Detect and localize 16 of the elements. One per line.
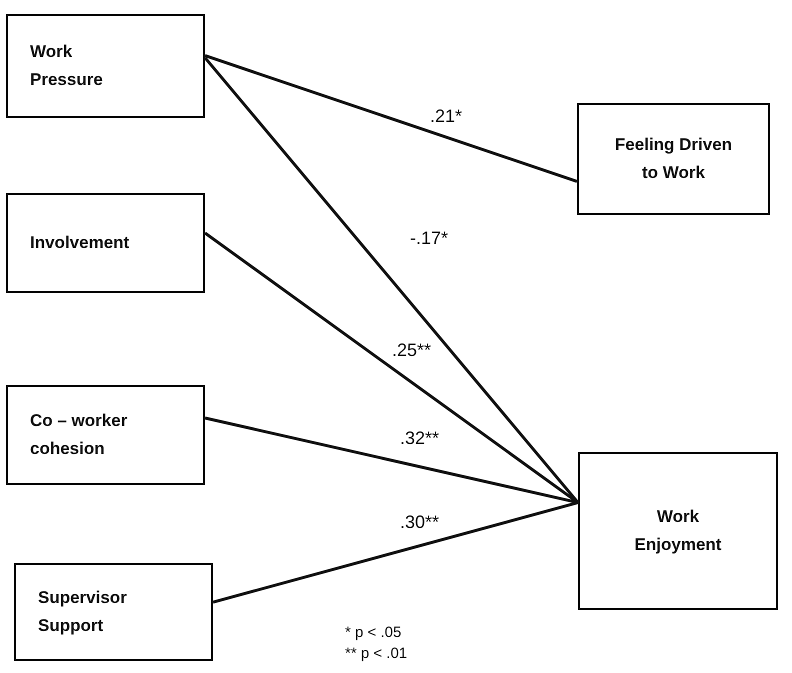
variable-name: Co – worker cohesion: [30, 410, 128, 460]
connector-line: [204, 54, 578, 183]
variable-name: Work Enjoyment: [634, 506, 722, 556]
variable-box: [6, 193, 205, 293]
variable-box: [577, 103, 770, 215]
significance-note: * p < .05: [345, 624, 402, 641]
connector-line: [212, 501, 578, 604]
variable-box: [578, 452, 778, 610]
variable-box: [6, 385, 205, 485]
variable-name: Feeling Driven to Work: [614, 134, 734, 184]
variable-box: [6, 14, 205, 118]
variable-name: Supervisor Support: [38, 587, 128, 637]
variable-name: Work Pressure: [30, 41, 104, 91]
variable-box: [14, 563, 213, 661]
variable-name: Involvement: [30, 232, 130, 254]
significance-note: ** p < .01: [345, 645, 408, 662]
